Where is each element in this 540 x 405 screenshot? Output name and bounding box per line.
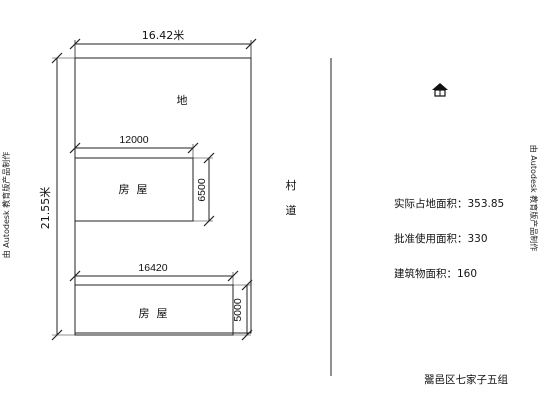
road-label-top: 村 bbox=[286, 178, 297, 192]
house-top bbox=[74, 157, 194, 222]
watermark-right: 由 Autodesk 教育版产品制作 bbox=[529, 145, 539, 251]
dimension-house-bottom-height: 5000 bbox=[232, 279, 253, 341]
house-bottom bbox=[74, 284, 234, 336]
dimension-total-height: 21.55米 bbox=[39, 52, 75, 341]
watermark-left: 由 Autodesk 教育版产品制作 bbox=[1, 152, 11, 258]
dimension-house-top-width: 12000 bbox=[69, 134, 199, 158]
house-bottom-label: 房 屋 bbox=[139, 307, 168, 320]
location-text: 翯邑区七家子五组 bbox=[424, 373, 508, 386]
total-height-label: 21.55米 bbox=[39, 187, 52, 230]
north-arrow-icon bbox=[432, 83, 448, 97]
dimension-house-bottom-width: 16420 bbox=[69, 262, 239, 285]
dimension-house-top-height: 6500 bbox=[193, 152, 215, 227]
actual-area-text: 实际占地面积：353.85 bbox=[394, 197, 504, 210]
house-bottom-height-label: 5000 bbox=[232, 298, 244, 322]
approved-area-text: 批准使用面积：330 bbox=[394, 232, 488, 245]
road-label-bottom: 道 bbox=[286, 203, 297, 217]
house-top-width-label: 12000 bbox=[119, 134, 148, 146]
dimension-total-width: 16.42米 bbox=[69, 29, 257, 58]
house-top-height-label: 6500 bbox=[196, 178, 208, 202]
land-boundary bbox=[74, 57, 252, 334]
land-label: 地 bbox=[177, 94, 188, 107]
building-area-text: 建筑物面积：160 bbox=[394, 267, 477, 280]
house-top-label: 房 屋 bbox=[119, 183, 148, 196]
house-bottom-width-label: 16420 bbox=[138, 262, 167, 274]
total-width-label: 16.42米 bbox=[142, 29, 185, 42]
